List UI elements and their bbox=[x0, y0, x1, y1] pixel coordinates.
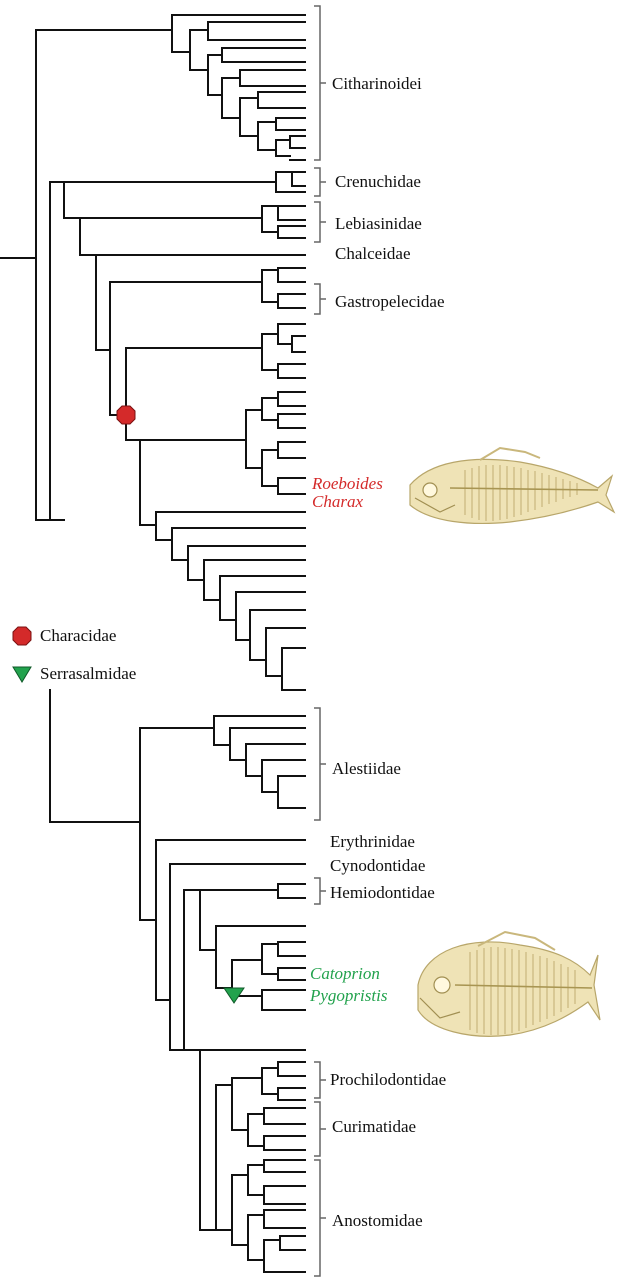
crenuchidae-bracket bbox=[314, 167, 321, 197]
serrasalmidae-node-marker bbox=[223, 987, 245, 1004]
clade-label-alestiidae: Alestiidae bbox=[332, 759, 401, 778]
prochilodontidae-bracket bbox=[314, 1061, 321, 1099]
alestiidae-bracket bbox=[314, 707, 321, 821]
anostomidae-bracket bbox=[314, 1159, 321, 1277]
legend-characidae-label: Characidae bbox=[40, 626, 117, 645]
taxon-label-catoprion: Catoprion bbox=[310, 964, 380, 983]
clade-label-citharinoidei: Citharinoidei bbox=[332, 74, 422, 93]
clade-label-gastropelecidae: Gastropelecidae bbox=[335, 292, 445, 311]
taxon-label-charax: Charax bbox=[312, 492, 363, 511]
clade-label-lebiasinidae: Lebiasinidae bbox=[335, 214, 422, 233]
hemiodontidae-bracket bbox=[314, 877, 321, 905]
clade-label-anostomidae: Anostomidae bbox=[332, 1211, 423, 1230]
clade-label-hemiodontidae: Hemiodontidae bbox=[330, 883, 435, 902]
catoprion-skeleton-image bbox=[417, 930, 601, 1037]
red-octagon-icon bbox=[12, 626, 32, 646]
legend-serrasalmidae-label: Serrasalmidae bbox=[40, 664, 137, 683]
gastropelecidae-bracket bbox=[314, 283, 321, 315]
curimatidae-bracket bbox=[314, 1101, 321, 1157]
charax-skeleton-image bbox=[409, 446, 616, 524]
clade-label-chalceidae: Chalceidae bbox=[335, 244, 411, 263]
legend-serrasalmidae: Serrasalmidae bbox=[12, 664, 136, 684]
clade-label-curimatidae: Curimatidae bbox=[332, 1117, 417, 1136]
clade-label-cynodontidae: Cynodontidae bbox=[330, 856, 426, 875]
lebiasinidae-bracket bbox=[314, 201, 321, 243]
green-triangle-icon bbox=[12, 666, 32, 683]
taxon-label-roeboides: Roeboides bbox=[312, 474, 383, 493]
taxon-label-pygopristis: Pygopristis bbox=[310, 986, 388, 1005]
characidae-node-marker bbox=[116, 405, 136, 425]
clade-label-erythrinidae: Erythrinidae bbox=[330, 832, 415, 851]
clade-label-prochilodontidae: Prochilodontidae bbox=[330, 1070, 447, 1089]
legend-characidae: Characidae bbox=[12, 626, 116, 646]
clade-label-crenuchidae: Crenuchidae bbox=[335, 172, 421, 191]
citharinoidei-bracket bbox=[314, 5, 321, 161]
